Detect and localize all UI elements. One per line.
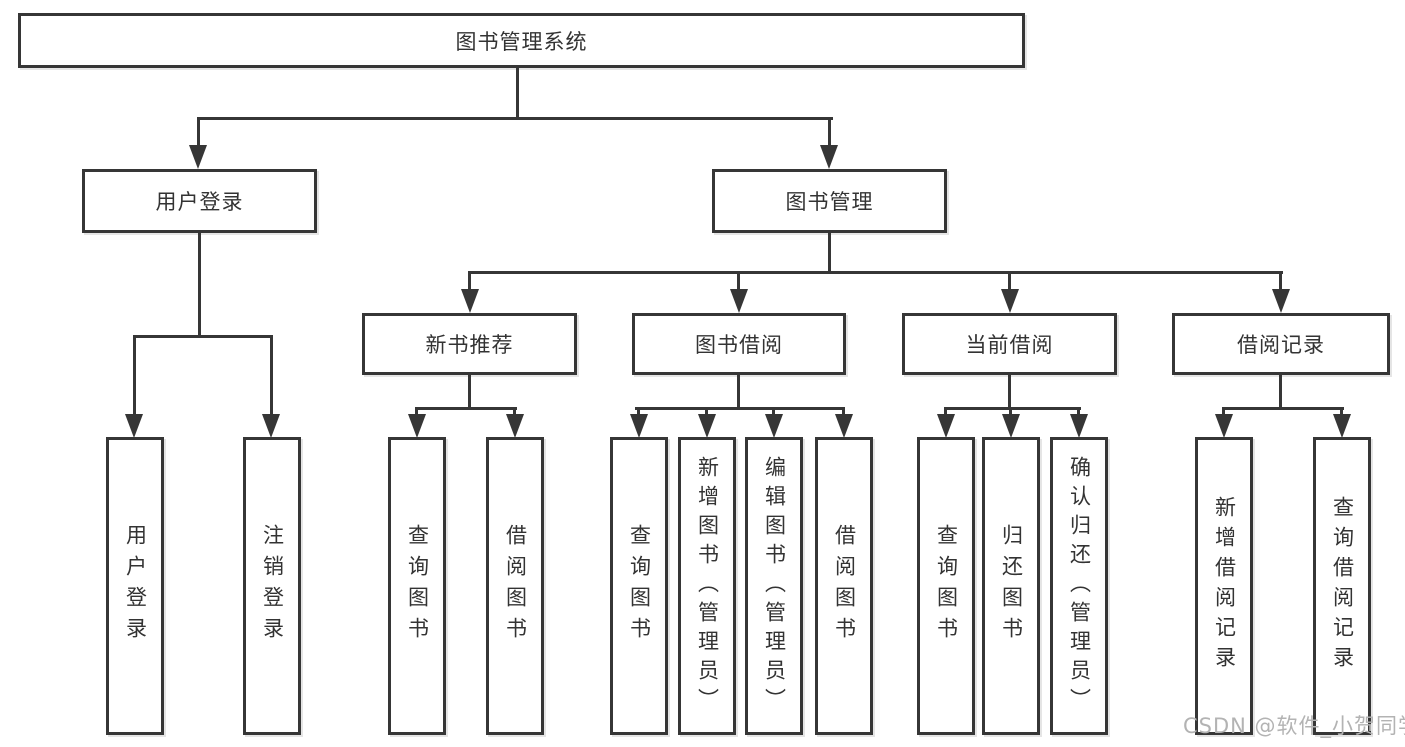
connector-line [197, 117, 200, 149]
connector-line [197, 117, 833, 120]
arrowhead-icon [937, 414, 955, 438]
connector-line [513, 407, 516, 417]
connector-line [737, 271, 740, 293]
arrowhead-icon [1272, 289, 1290, 313]
leaf-query-borrow-record: 查询借阅记录 [1313, 437, 1371, 735]
node-library-system: 图书管理系统 [18, 13, 1025, 68]
leaf-query-books: 查询图书 [917, 437, 975, 735]
arrowhead-icon [730, 289, 748, 313]
connector-line [516, 67, 519, 120]
node-book-borrow: 图书借阅 [632, 313, 846, 375]
connector-line [1222, 407, 1225, 417]
connector-line [198, 233, 201, 338]
connector-line [1077, 407, 1080, 417]
leaf-user-login: 用户登录 [106, 437, 164, 735]
arrowhead-icon [820, 145, 838, 169]
connector-line [468, 375, 471, 410]
arrowhead-icon [1333, 414, 1351, 438]
connector-line [1009, 407, 1012, 417]
leaf-edit-book-admin: 编辑图书（管理员） [745, 437, 803, 735]
leaf-return-books: 归还图书 [982, 437, 1040, 735]
node-user-login: 用户登录 [82, 169, 317, 233]
connector-line [705, 407, 708, 417]
node-new-book-recommend: 新书推荐 [362, 313, 577, 375]
leaf-borrow-books: 借阅图书 [486, 437, 544, 735]
leaf-query-books: 查询图书 [610, 437, 668, 735]
connector-line [133, 335, 136, 416]
arrowhead-icon [835, 414, 853, 438]
connector-line [270, 335, 273, 416]
connector-line [637, 407, 640, 417]
connector-line [1279, 375, 1282, 410]
csdn-watermark: CSDN @软件_小贺同学 [1183, 714, 1405, 738]
leaf-logout: 注销登录 [243, 437, 301, 735]
leaf-query-books: 查询图书 [388, 437, 446, 735]
arrowhead-icon [506, 414, 524, 438]
connector-line [635, 407, 845, 410]
connector-line [469, 271, 1283, 274]
leaf-add-book-admin: 新增图书（管理员） [678, 437, 736, 735]
node-book-management: 图书管理 [712, 169, 947, 233]
connector-line [468, 271, 471, 293]
node-current-borrow: 当前借阅 [902, 313, 1117, 375]
connector-line [1008, 375, 1011, 410]
leaf-confirm-return-admin: 确认归还（管理员） [1050, 437, 1108, 735]
connector-line [1222, 407, 1344, 410]
arrowhead-icon [1002, 414, 1020, 438]
connector-line [944, 407, 947, 417]
arrowhead-icon [408, 414, 426, 438]
connector-line [415, 407, 418, 417]
node-borrow-records: 借阅记录 [1172, 313, 1390, 375]
arrowhead-icon [765, 414, 783, 438]
connector-line [1340, 407, 1343, 417]
connector-line [944, 407, 1081, 410]
arrowhead-icon [1215, 414, 1233, 438]
arrowhead-icon [1070, 414, 1088, 438]
connector-line [772, 407, 775, 417]
connector-line [828, 232, 831, 273]
arrowhead-icon [1001, 289, 1019, 313]
arrowhead-icon [698, 414, 716, 438]
leaf-add-borrow-record: 新增借阅记录 [1195, 437, 1253, 735]
connector-line [1279, 271, 1282, 293]
arrowhead-icon [262, 414, 280, 438]
connector-line [842, 407, 845, 417]
arrowhead-icon [461, 289, 479, 313]
connector-line [737, 375, 740, 410]
arrowhead-icon [630, 414, 648, 438]
connector-line [133, 335, 273, 338]
connector-line [1008, 271, 1011, 293]
arrowhead-icon [125, 414, 143, 438]
connector-line [828, 117, 831, 149]
arrowhead-icon [189, 145, 207, 169]
connector-line [415, 407, 517, 410]
leaf-borrow-books: 借阅图书 [815, 437, 873, 735]
